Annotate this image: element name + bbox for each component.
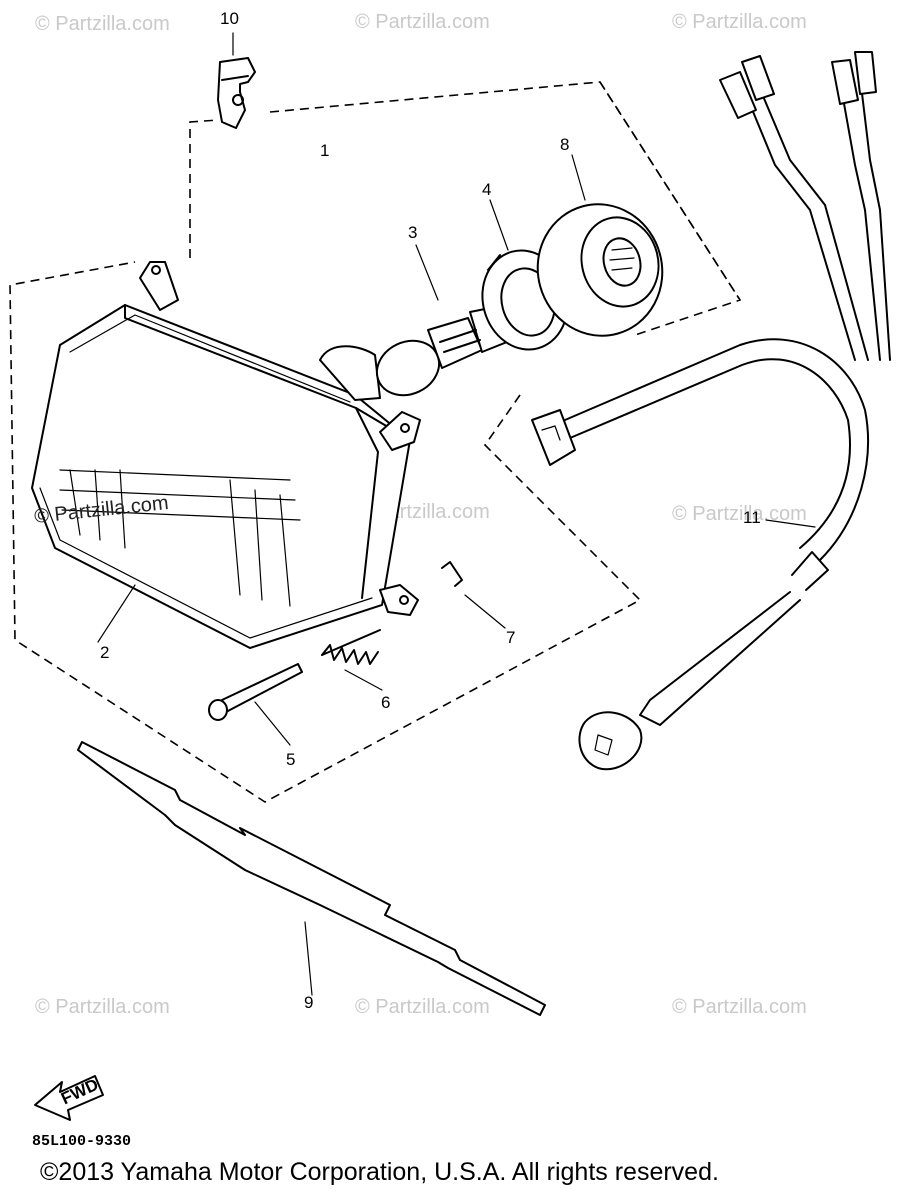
clip-part (217, 32, 256, 129)
callout-11: 11 (743, 508, 761, 527)
copyright-notice: ©2013 Yamaha Motor Corporation, U.S.A. A… (40, 1158, 719, 1186)
callout-1: 1 (320, 141, 329, 160)
callout-7: 7 (506, 628, 515, 647)
headlight-exploded-view: © Partzilla.com © Partzilla.com © Partzi… (9, 9, 891, 1150)
bolt-part (208, 663, 303, 746)
watermark: © Partzilla.com (355, 11, 490, 33)
callout-4: 4 (482, 180, 491, 199)
watermark: © Partzilla.com (672, 996, 807, 1018)
assembly-boundary (9, 81, 742, 803)
callout-6: 6 (381, 693, 390, 712)
headlight-unit (31, 261, 421, 649)
pin-part (441, 561, 506, 629)
wiring-harness-part (531, 51, 891, 771)
callout-8: 8 (560, 135, 569, 154)
callout-10: 10 (220, 9, 239, 28)
watermark: © Partzilla.com (35, 13, 170, 35)
watermark: © Partzilla.com (672, 11, 807, 33)
spring-part (321, 629, 383, 691)
watermark: © Partzilla.com (35, 996, 170, 1018)
callout-9: 9 (304, 993, 313, 1012)
fwd-arrow-icon: FWD (34, 1075, 104, 1121)
diagram-code: 85L100-9330 (32, 1133, 131, 1150)
callout-2: 2 (100, 643, 109, 662)
cover-plate-part (77, 741, 546, 1016)
bulb-part (375, 244, 513, 397)
boot-cover-part (536, 154, 664, 337)
callout-3: 3 (408, 223, 417, 242)
watermark: © Partzilla.com (355, 996, 490, 1018)
callout-5: 5 (286, 750, 295, 769)
watermark: © Partzilla.com (672, 503, 807, 525)
